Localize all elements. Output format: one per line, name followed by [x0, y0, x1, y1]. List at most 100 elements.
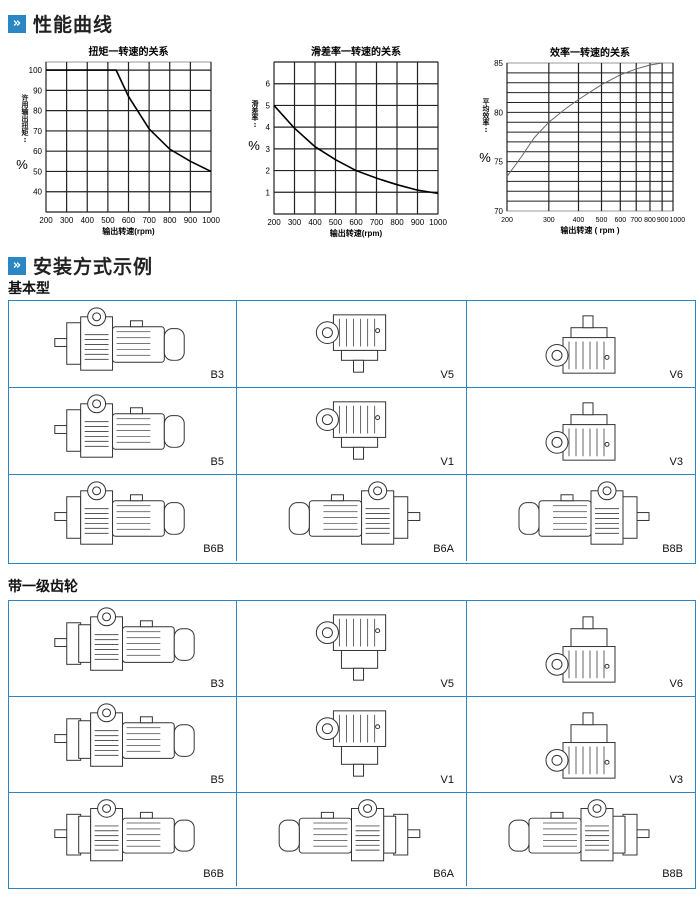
mount-drawing [54, 307, 185, 371]
mount-label: V1 [440, 456, 454, 468]
shaft [582, 712, 594, 726]
knob-center [102, 612, 112, 622]
adjust-knob-icon [358, 799, 378, 818]
x-tick-label: 800 [390, 218, 404, 227]
x-tick-label: 900 [657, 217, 669, 224]
mount-label: B6A [433, 543, 454, 555]
knob-center [602, 486, 612, 496]
x-tick-label: 700 [630, 217, 642, 224]
x-tick-label: 800 [163, 216, 177, 225]
adjust-knob-icon [315, 621, 339, 645]
y-tick-label: 2 [266, 167, 271, 176]
x-tick-label: 200 [501, 217, 513, 224]
mount-label: V6 [669, 369, 683, 381]
x-tick-label: 200 [39, 216, 53, 225]
knob-center [92, 399, 102, 409]
gearbox-body [340, 745, 379, 765]
gearbox-body [570, 414, 608, 426]
mount-drawing [545, 616, 616, 683]
y-axis-label: 滑差率: [251, 100, 259, 129]
y-tick-label: 3 [266, 145, 271, 154]
mount-drawing [54, 481, 185, 545]
x-tick-label: 300 [288, 218, 302, 227]
y-axis-label: 平均效率: [482, 98, 490, 134]
y-tick-label: 40 [33, 188, 42, 197]
terminal-box [320, 811, 334, 819]
x-tick-label: 1000 [670, 217, 686, 224]
shaft [582, 402, 594, 416]
motor-fan-cover [163, 415, 185, 448]
mount-drawing [545, 402, 616, 461]
motor-drawing [545, 616, 616, 683]
flange [622, 496, 638, 539]
motor-drawing [54, 481, 185, 545]
adjust-knob-icon [87, 394, 107, 414]
x-tick-label: 400 [81, 216, 95, 225]
mount-label: B8B [662, 868, 683, 880]
bolt [604, 759, 610, 765]
mount-drawing [315, 710, 387, 777]
terminal-box [129, 407, 143, 415]
gearbox-body [340, 436, 379, 448]
terminal-box [550, 811, 564, 819]
gear-stage [78, 720, 92, 759]
mount-label: B5 [210, 774, 224, 786]
bolt [375, 415, 381, 421]
shaft [353, 359, 365, 373]
x-axis-label: 输出转速 ( rpm ) [560, 225, 619, 235]
y-unit: % [16, 157, 28, 172]
adjust-knob-icon [315, 408, 339, 431]
adjust-knob-icon [368, 481, 388, 501]
mount-cell-v5: V5 [237, 301, 467, 388]
knob-center [592, 804, 602, 813]
mount-label: V1 [440, 774, 454, 786]
motor-drawing [545, 402, 616, 461]
x-axis-label: 输出转速(rpm) [330, 228, 383, 238]
motor-drawing [54, 703, 195, 767]
mount-cell-v5: V5 [237, 601, 467, 697]
mount-cell-b3: B3 [9, 301, 237, 388]
adjust-knob-icon [597, 481, 617, 501]
gearbox-body [340, 349, 379, 361]
adjust-knob-icon [545, 344, 569, 367]
knob-center [373, 486, 383, 496]
y-tick-label: 75 [494, 158, 503, 167]
mount-drawing [54, 799, 195, 862]
x-tick-label: 600 [349, 218, 363, 227]
chart-title: 效率一转速的关系 [550, 46, 630, 59]
motor-fan-cover [508, 819, 530, 852]
mount-drawing [315, 614, 387, 681]
mount-label: B5 [210, 456, 224, 468]
motor-drawing [315, 710, 387, 777]
adjust-knob-icon [97, 607, 117, 627]
x-tick-label: 1000 [202, 216, 220, 225]
y-tick-label: 70 [33, 127, 42, 136]
motor-fan-cover [173, 819, 195, 852]
mount-cell-b6a: B6A [237, 475, 467, 561]
bolt [375, 328, 381, 334]
gearbox-body [570, 628, 608, 648]
series-line [506, 62, 663, 177]
mount-label: V6 [669, 678, 683, 690]
adjust-knob-icon [87, 481, 107, 501]
section-title: 性能曲线 [33, 14, 114, 36]
y-tick-label: 70 [494, 207, 503, 216]
motor-fan-cover [173, 724, 195, 757]
mount-label: B6B [203, 543, 224, 555]
bolt [604, 354, 610, 360]
motor-drawing [545, 315, 616, 374]
adjust-knob-icon [545, 431, 569, 454]
motor-drawing [518, 481, 650, 545]
y-tick-label: 85 [494, 59, 503, 68]
motor-fan-cover [288, 502, 310, 535]
motor-drawing [54, 394, 185, 458]
x-tick-label: 1000 [429, 218, 447, 227]
y-unit: % [479, 150, 491, 165]
x-tick-label: 500 [101, 216, 115, 225]
knob-center [321, 327, 333, 339]
motor-fan-cover [173, 628, 195, 661]
mount-cell-b6b: B6B [9, 793, 237, 886]
mount-label: B3 [210, 678, 224, 690]
